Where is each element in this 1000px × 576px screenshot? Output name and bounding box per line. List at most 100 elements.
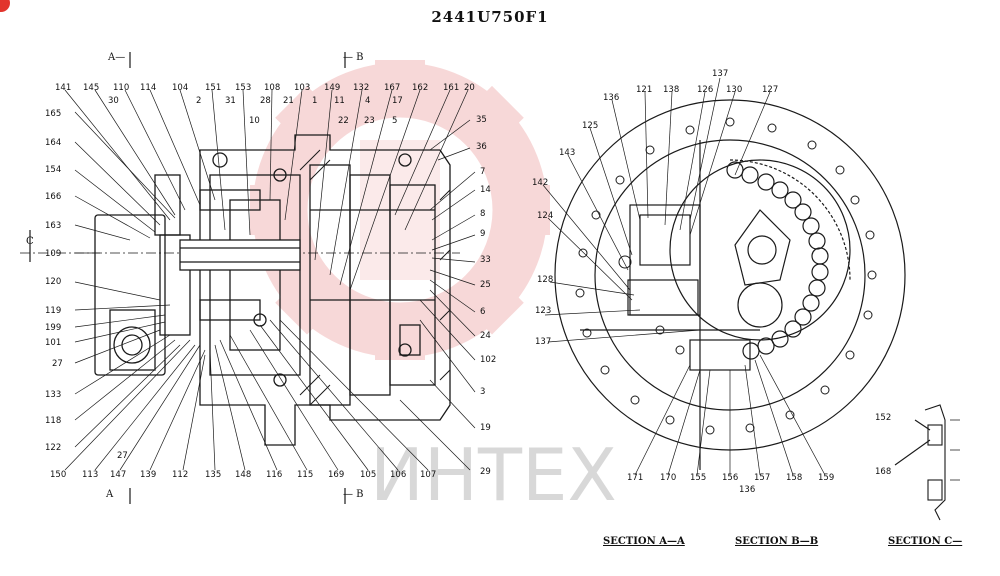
section-bb-caption: SECTION B—B: [735, 536, 819, 547]
part-number-label: 110: [113, 83, 129, 93]
part-number-label: 126: [697, 85, 713, 95]
part-number-label: 169: [328, 470, 344, 480]
section-aa-bolt-circle: [575, 117, 877, 435]
part-number-label: 137: [535, 337, 551, 347]
part-number-label: 107: [420, 470, 436, 480]
part-number-label: 113: [82, 470, 98, 480]
part-number-label: 118: [45, 416, 61, 426]
part-number-label: 28: [260, 96, 271, 106]
part-number-label: 145: [83, 83, 99, 93]
part-number-label: 21: [283, 96, 294, 106]
part-number-label: 11: [334, 96, 345, 106]
part-number-label: 167: [384, 83, 400, 93]
part-number-label: 101: [45, 338, 61, 348]
part-number-label: 25: [480, 280, 491, 290]
cut-marker-b-bottom: — B: [343, 489, 364, 500]
part-number-label: 199: [45, 323, 61, 333]
part-number-label: 171: [627, 473, 643, 483]
part-number-label: 22: [338, 116, 349, 126]
part-number-label: 122: [45, 443, 61, 453]
section-aa-caption: SECTION A—A: [603, 536, 685, 547]
part-number-label: 141: [55, 83, 71, 93]
cut-marker-c: C: [26, 236, 34, 247]
part-number-label: 149: [324, 83, 340, 93]
part-number-label: 139: [140, 470, 156, 480]
part-number-label: 27: [117, 451, 128, 461]
part-number-label: 119: [45, 306, 61, 316]
part-number-label: 133: [45, 390, 61, 400]
part-number-label: 108: [264, 83, 280, 93]
part-number-label: 124: [537, 211, 553, 221]
part-number-label: 116: [266, 470, 282, 480]
part-number-label: 8: [480, 209, 485, 219]
part-number-label: 17: [392, 96, 403, 106]
part-number-label: 123: [535, 306, 551, 316]
part-number-label: 162: [412, 83, 428, 93]
part-number-label: 152: [875, 413, 891, 423]
section-aa-leader-lines: [542, 77, 826, 476]
part-number-label: 151: [205, 83, 221, 93]
part-number-label: 30: [108, 96, 119, 106]
part-number-label: 36: [476, 142, 487, 152]
part-number-label: 138: [663, 85, 679, 95]
part-number-label: 161: [443, 83, 459, 93]
part-number-label: 35: [476, 115, 487, 125]
part-number-label: 128: [537, 275, 553, 285]
cut-marker-a-top: A—: [108, 52, 126, 63]
part-number-label: 102: [480, 355, 496, 365]
part-number-label: 156: [722, 473, 738, 483]
section-aa-roller-chain: [726, 161, 829, 360]
part-number-label: 148: [235, 470, 251, 480]
drawing-title: 2441U750F1: [431, 8, 549, 26]
main-leader-lines: [64, 89, 476, 471]
part-number-label: 112: [172, 470, 188, 480]
main-section-drawing: [20, 134, 460, 446]
part-number-label: 136: [739, 485, 755, 495]
part-number-label: 159: [818, 473, 834, 483]
part-number-label: 23: [364, 116, 375, 126]
cut-line-markers: [29, 52, 346, 504]
section-cc-part-labels: 152 168: [875, 413, 891, 477]
part-number-label: 109: [45, 249, 61, 259]
part-number-label: 132: [353, 83, 369, 93]
part-number-label: 143: [559, 148, 575, 158]
cut-marker-b-top: — B: [343, 52, 364, 63]
part-number-label: 114: [140, 83, 156, 93]
part-number-label: 142: [532, 178, 548, 188]
part-number-label: 120: [45, 277, 61, 287]
part-number-label: 4: [365, 96, 370, 106]
part-number-label: 3: [480, 387, 485, 397]
part-number-label: 127: [762, 85, 778, 95]
part-number-label: 130: [726, 85, 742, 95]
part-number-label: 14: [480, 185, 491, 195]
section-cc-caption: SECTION C—: [888, 536, 963, 547]
part-number-label: 154: [45, 165, 61, 175]
part-number-label: 153: [235, 83, 251, 93]
watermark-text: ИНТЕХ: [370, 433, 617, 517]
part-number-label: 103: [294, 83, 310, 93]
part-number-label: 164: [45, 138, 61, 148]
part-number-label: 104: [172, 83, 188, 93]
part-number-label: 121: [636, 85, 652, 95]
part-number-label: 19: [480, 423, 491, 433]
part-number-label: 158: [786, 473, 802, 483]
corner-badge-icon: [0, 0, 10, 12]
part-number-label: 150: [50, 470, 66, 480]
part-number-label: 33: [480, 255, 491, 265]
part-number-label: 168: [875, 467, 891, 477]
part-number-label: 6: [480, 307, 485, 317]
part-number-label: 20: [464, 83, 475, 93]
part-number-label: 137: [712, 69, 728, 79]
part-number-label: 157: [754, 473, 770, 483]
part-number-label: 136: [603, 93, 619, 103]
part-number-label: 135: [205, 470, 221, 480]
part-number-label: 2: [196, 96, 201, 106]
part-number-label: 5: [392, 116, 397, 126]
part-number-label: 106: [390, 470, 406, 480]
part-number-label: 9: [480, 229, 485, 239]
part-number-label: 105: [360, 470, 376, 480]
part-number-label: 10: [249, 116, 260, 126]
